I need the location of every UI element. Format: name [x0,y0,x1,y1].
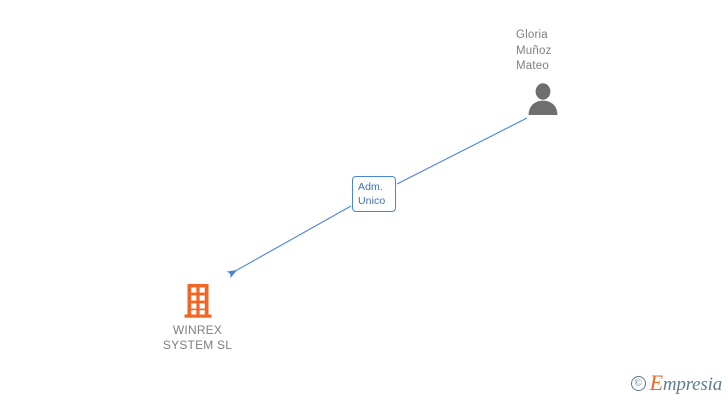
edge-label-adm-unico[interactable]: Adm. Unico [352,176,396,212]
person-name-label: Gloria Muñoz Mateo [516,29,552,72]
edge-line-label-to-company [226,205,352,279]
watermark: © Empresia [630,370,723,395]
building-icon [183,284,213,318]
company-name-label: WINREX SYSTEM SL [162,323,233,352]
node-person-gloria-munoz-mateo[interactable]: Gloria Muñoz Mateo [516,28,588,115]
brand-initial: E [649,370,663,395]
brand-logo: Empresia [649,370,723,395]
node-company-winrex-system-sl[interactable]: WINREX SYSTEM SL [140,284,255,353]
copyright-icon: © [630,376,646,391]
edge-line-person-to-label [396,117,528,185]
person-icon [526,81,560,115]
edge-label-text: Adm. Unico [358,181,386,207]
brand-rest: mpresia [662,374,722,395]
